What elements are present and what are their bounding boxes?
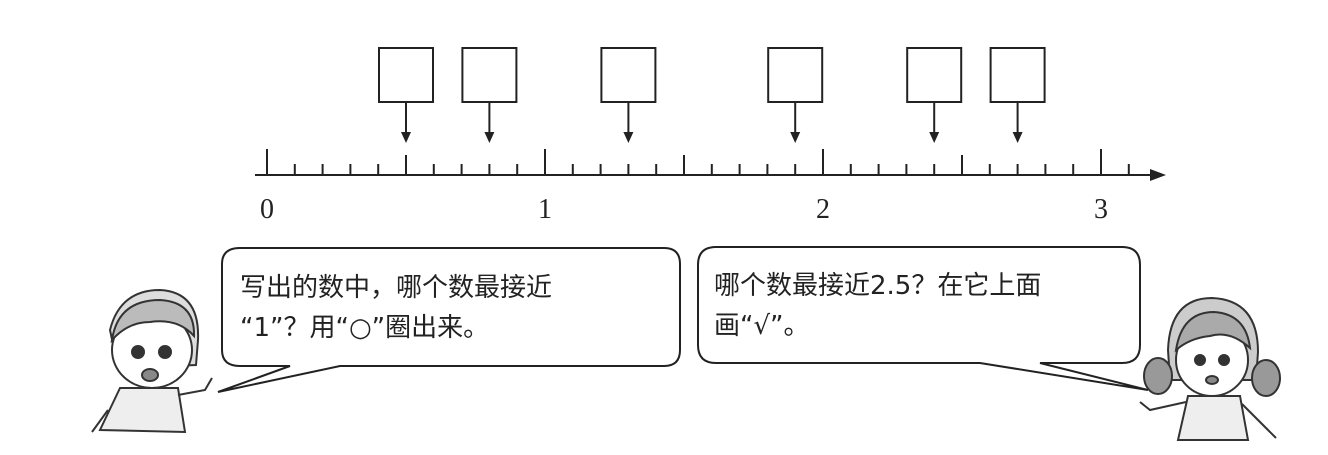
answer-box-2: [462, 48, 516, 102]
pointer-arrowhead-5: [929, 132, 939, 143]
pointer-arrowhead-6: [1013, 132, 1023, 143]
right-bubble-line-2: 画“√”。: [714, 306, 1041, 346]
pointer-arrowhead-2: [484, 132, 494, 143]
left-bubble-line-2: “1”？用“○”圈出来。: [240, 308, 552, 348]
answer-box-4: [768, 48, 822, 102]
number-line: 0 1 2 3: [255, 149, 1166, 225]
right-bubble-text: 哪个数最接近2.5？在它上面 画“√”。: [714, 266, 1041, 346]
pointer-arrowhead-1: [401, 132, 411, 143]
answer-box-6: [991, 48, 1045, 102]
axis-arrowhead: [1150, 169, 1166, 181]
right-bubble-line-1: 哪个数最接近2.5？在它上面: [714, 266, 1041, 306]
answer-box-1: [379, 48, 433, 102]
left-bubble-line-1: 写出的数中，哪个数最接近: [240, 268, 552, 308]
axis-label-3: 3: [1094, 194, 1108, 225]
left-bubble-text: 写出的数中，哪个数最接近 “1”？用“○”圈出来。: [240, 268, 552, 348]
answer-box-3: [601, 48, 655, 102]
pointer-arrowhead-4: [790, 132, 800, 143]
axis-label-1: 1: [538, 194, 552, 225]
boy-illustration: [92, 290, 212, 432]
answer-box-5: [907, 48, 961, 102]
axis-label-0: 0: [260, 194, 274, 225]
pointer-arrowhead-3: [623, 132, 633, 143]
axis-label-2: 2: [816, 194, 830, 225]
girl-illustration: [1140, 298, 1280, 440]
answer-boxes: [379, 48, 1045, 143]
